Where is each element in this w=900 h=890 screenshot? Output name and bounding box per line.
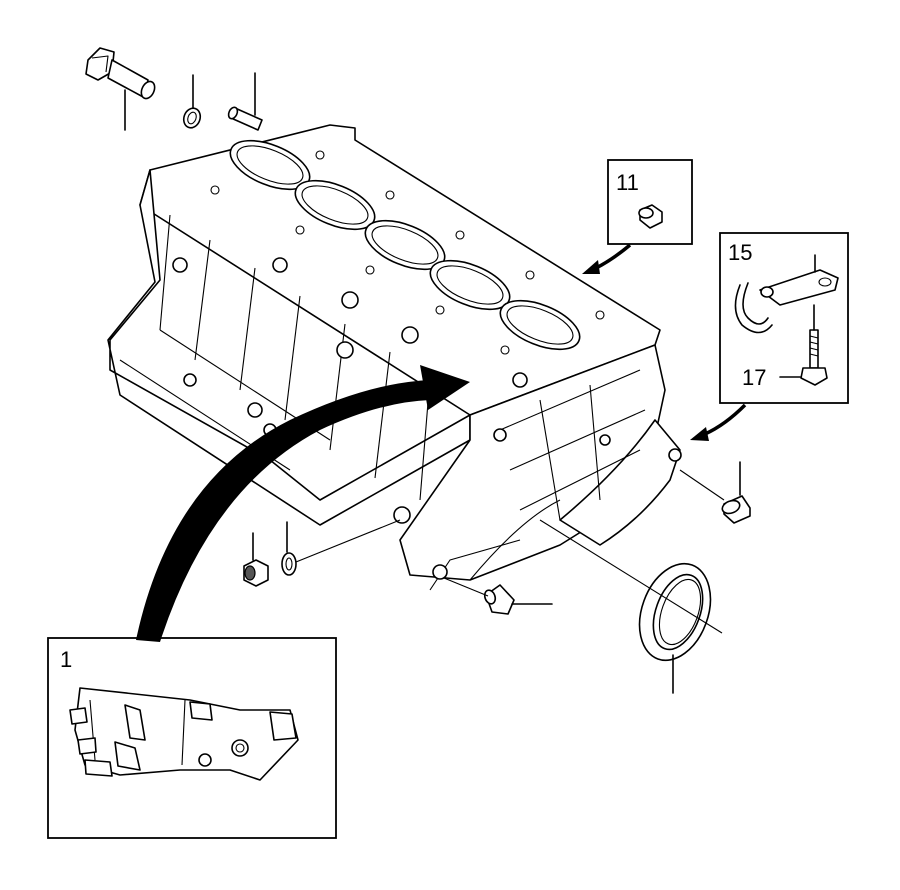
sealing-washer [182, 74, 202, 129]
callout-label-11: 11 [616, 170, 639, 195]
callout-label-17: 17 [742, 365, 766, 390]
cup-plug-right [679, 461, 751, 524]
callout-box-1: 1 [47, 637, 337, 839]
dowel-pin [227, 72, 263, 131]
drain-plug [243, 532, 269, 587]
callout-label-15: 15 [728, 240, 752, 265]
rear-main-seal [539, 519, 723, 694]
nozzle [443, 577, 553, 615]
plug-washer [281, 519, 401, 576]
callout-box-11: 11 [607, 159, 693, 245]
arrow-1 [136, 365, 470, 642]
engine-block [107, 124, 682, 591]
breather-bracket-icon [759, 269, 839, 306]
callout-box-15: 15 17 [719, 232, 849, 404]
oil-pressure-sender [85, 47, 156, 131]
arrow-11 [582, 243, 632, 274]
callout-label-1: 1 [60, 647, 72, 672]
arrow-15 [690, 403, 747, 441]
